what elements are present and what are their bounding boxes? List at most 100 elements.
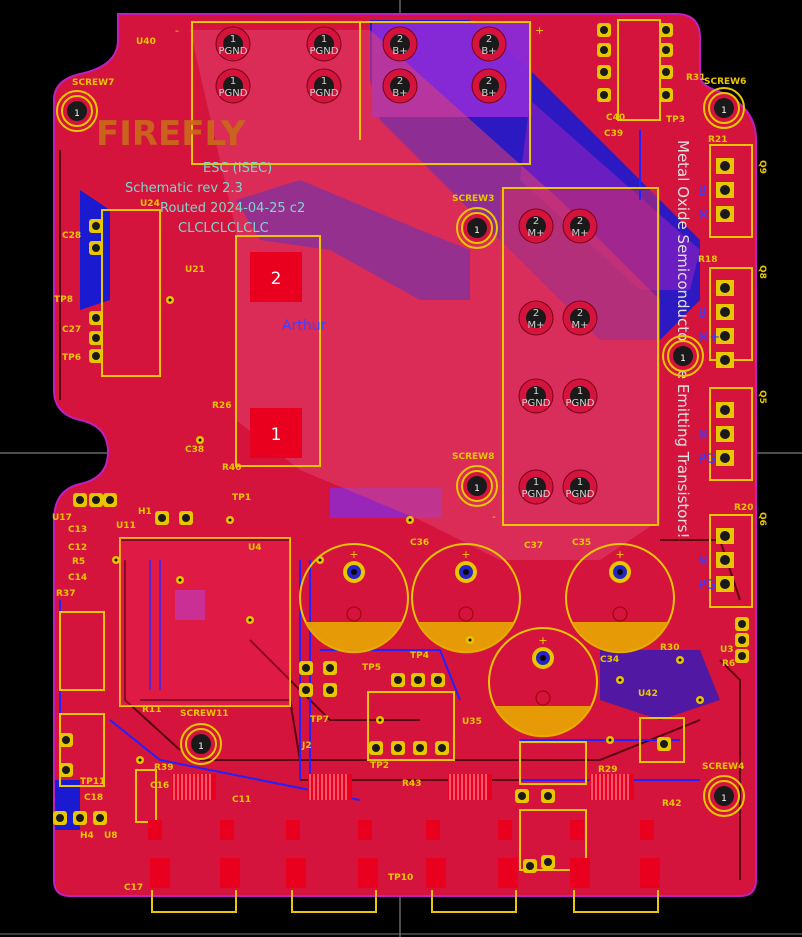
designator-label: R20 xyxy=(734,503,753,513)
through-hole-pad[interactable] xyxy=(597,43,611,57)
capacitor-pin[interactable]: + xyxy=(343,548,365,583)
through-hole-pad[interactable] xyxy=(515,789,529,803)
through-hole-pad[interactable] xyxy=(155,511,169,525)
through-hole-pad[interactable] xyxy=(597,88,611,102)
through-hole-pad[interactable] xyxy=(523,859,537,873)
screw-hole[interactable]: 1 xyxy=(703,775,745,817)
through-hole-pad[interactable] xyxy=(89,493,103,507)
power-pad[interactable]: 2B+ xyxy=(382,68,418,104)
capacitor-minus-pin[interactable] xyxy=(535,690,551,706)
screw-hole[interactable]: 1 xyxy=(180,723,222,765)
screw-hole[interactable]: 1 xyxy=(456,207,498,249)
through-hole-pad[interactable] xyxy=(53,811,67,825)
capacitor-pin[interactable]: + xyxy=(609,548,631,583)
screw-hole[interactable]: 1 xyxy=(456,465,498,507)
mosfet-pad[interactable]: M+ xyxy=(698,328,734,345)
through-hole-pad[interactable] xyxy=(659,43,673,57)
capacitor-minus-pin[interactable] xyxy=(612,606,628,622)
through-hole-pad[interactable] xyxy=(659,65,673,79)
through-hole-pad[interactable] xyxy=(597,23,611,37)
through-hole-pad[interactable] xyxy=(323,683,337,697)
power-pad[interactable]: 2M+ xyxy=(518,300,554,336)
through-hole-pad[interactable] xyxy=(89,219,103,233)
through-hole-pad[interactable] xyxy=(735,633,749,647)
mosfet-pad[interactable]: PG xyxy=(698,576,734,593)
designator-label: C14 xyxy=(68,573,87,583)
big-pad-2[interactable] xyxy=(250,252,302,302)
mosfet-pad[interactable]: PG xyxy=(698,450,734,467)
power-pad[interactable]: 2B+ xyxy=(382,26,418,62)
mosfet-pad[interactable] xyxy=(716,402,734,418)
power-pad[interactable]: 2M+ xyxy=(562,208,598,244)
mosfet-pad[interactable] xyxy=(716,280,734,296)
mosfet-pad[interactable]: M xyxy=(698,426,734,443)
screw-pad-number: 1 xyxy=(474,484,480,494)
power-pad[interactable]: 2M+ xyxy=(518,208,554,244)
big-pad-1[interactable] xyxy=(250,408,302,458)
capacitor-pin[interactable]: + xyxy=(532,634,554,669)
through-hole-pad[interactable] xyxy=(89,241,103,255)
through-hole-pad[interactable] xyxy=(73,493,87,507)
power-pad[interactable]: 2B+ xyxy=(471,26,507,62)
through-hole-pad[interactable] xyxy=(657,737,671,751)
through-hole-pad[interactable] xyxy=(435,741,449,755)
through-hole-pad[interactable] xyxy=(369,741,383,755)
mosfet-pad[interactable] xyxy=(716,158,734,174)
mosfet-pad[interactable]: B xyxy=(698,304,734,321)
through-hole-pad[interactable] xyxy=(89,331,103,345)
mosfet-pad[interactable]: M xyxy=(698,552,734,569)
through-hole-pad[interactable] xyxy=(59,733,73,747)
screw-hole[interactable]: 1 xyxy=(703,87,745,129)
mosfet-pad[interactable] xyxy=(716,528,734,544)
through-hole-pad[interactable] xyxy=(391,673,405,687)
through-hole-pad[interactable] xyxy=(541,789,555,803)
power-pad[interactable]: 2B+ xyxy=(471,68,507,104)
power-pad[interactable]: 2M+ xyxy=(562,300,598,336)
screw-pad-number: 1 xyxy=(721,794,727,804)
capacitor-minus-pin[interactable] xyxy=(458,606,474,622)
through-hole-pad[interactable] xyxy=(59,763,73,777)
capacitor-pin[interactable]: + xyxy=(455,548,477,583)
capacitor-minus-pin[interactable] xyxy=(346,606,362,622)
through-hole-pad[interactable] xyxy=(179,511,193,525)
through-hole-pad[interactable] xyxy=(597,65,611,79)
through-hole-pad[interactable] xyxy=(299,661,313,675)
through-hole-pad[interactable] xyxy=(431,673,445,687)
power-block-minus: - xyxy=(492,510,496,523)
mosfet-pad[interactable]: B xyxy=(698,182,734,199)
screw-hole[interactable]: 1 xyxy=(56,90,98,132)
through-hole-pad[interactable] xyxy=(659,23,673,37)
through-hole-pad[interactable] xyxy=(541,855,555,869)
mosfet-pad[interactable] xyxy=(716,352,734,368)
through-hole-pad[interactable] xyxy=(299,683,313,697)
through-hole-pad[interactable] xyxy=(735,649,749,663)
through-hole-pad[interactable] xyxy=(93,811,107,825)
power-pad-net: PGND xyxy=(522,489,551,500)
through-hole-pad[interactable] xyxy=(735,617,749,631)
through-hole-pad[interactable] xyxy=(391,741,405,755)
mosfet-pad[interactable]: M xyxy=(698,206,734,223)
designator-label: R29 xyxy=(598,765,617,775)
through-hole-pad[interactable] xyxy=(413,741,427,755)
via-hole xyxy=(318,558,322,562)
through-hole-pad[interactable] xyxy=(411,673,425,687)
power-pad-net: B+ xyxy=(392,46,407,57)
through-hole-pad[interactable] xyxy=(103,493,117,507)
designator-label: C38 xyxy=(185,445,204,455)
through-hole-pad[interactable] xyxy=(89,349,103,363)
screw-hole[interactable]: 1 xyxy=(662,335,704,377)
through-hole-pad[interactable] xyxy=(323,661,337,675)
through-hole-pad[interactable] xyxy=(73,811,87,825)
through-hole-pad[interactable] xyxy=(89,311,103,325)
through-hole-pad[interactable] xyxy=(659,88,673,102)
